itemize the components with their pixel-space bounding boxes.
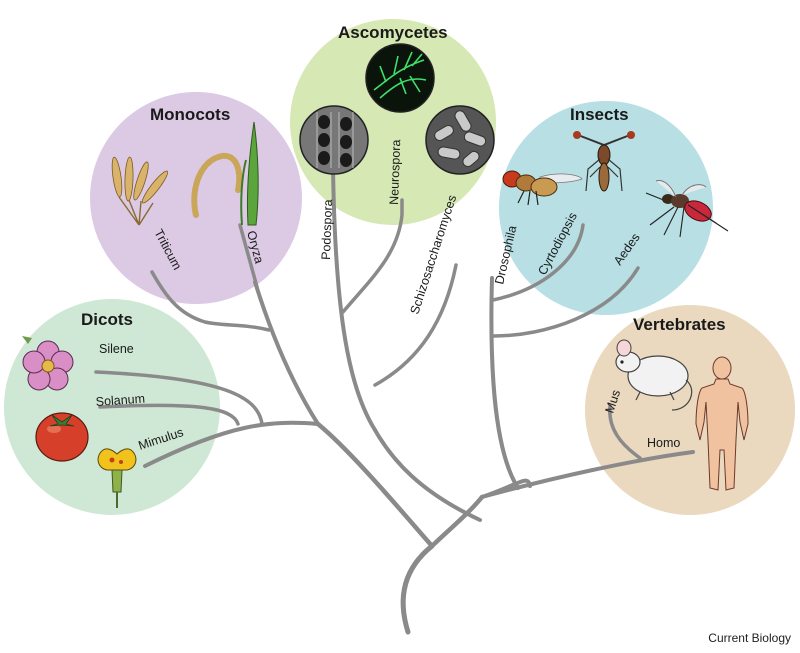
mouse-icon [615,339,693,411]
leaf-label-silene: Silene [99,342,134,356]
credit-text: Current Biology [708,631,791,645]
human-icon [695,356,749,491]
vertebrates-title: Vertebrates [633,315,726,334]
leaf-label-homo: Homo [647,436,680,450]
leaf-label-mus: Mus [603,388,624,415]
rice-icon [191,121,259,226]
ascomycetes-title: Ascomycetes [338,23,448,42]
tomato-icon [35,412,89,462]
tree-branches [94,163,695,635]
mosquito-icon [645,180,729,238]
podospora-asci-icon [299,105,369,175]
stalk-eyed-fly-icon [573,131,635,192]
yeast-cells-icon [425,105,495,175]
mimulus-flower-icon [97,448,137,508]
monocots-title: Monocots [150,105,230,124]
insects-circle [499,101,713,315]
neurospora-hyphae-icon [365,43,435,113]
leaf-label-podospora: Podospora [319,199,335,260]
dicots-title: Dicots [81,310,133,329]
insects-title: Insects [570,105,629,124]
leaf-label-neurospora: Neurospora [387,139,403,205]
leaf-label-solanum: Solanum [95,392,145,409]
wheat-icon [111,156,169,226]
fruit-fly-icon [502,170,583,206]
silene-flower-icon [22,336,74,391]
